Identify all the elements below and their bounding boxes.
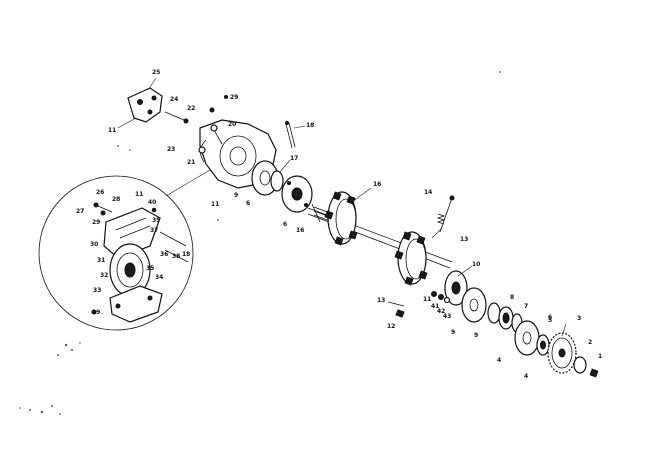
flange-part-6b: [461, 287, 487, 323]
callout-23: 23: [167, 146, 175, 153]
callout-35: 35: [146, 265, 154, 272]
detail-circle: [38, 169, 211, 331]
callout-10: 10: [472, 261, 480, 268]
pin-part-18: [285, 121, 296, 149]
gear-sprocket-part-3: [547, 332, 577, 374]
washer-part-2: [573, 356, 587, 374]
callout-39: 39: [152, 217, 160, 224]
callout-9b: 9: [234, 192, 238, 199]
callout-32: 32: [100, 272, 108, 279]
callout-11c: 11: [423, 296, 431, 303]
callout-9: 9: [451, 329, 455, 336]
callout-16a: 16: [296, 227, 304, 234]
callout-31: 31: [97, 257, 105, 264]
callout-18-detail: 18: [182, 251, 190, 258]
callout-28: 28: [112, 196, 120, 203]
callout-33: 33: [93, 287, 101, 294]
callout-29: 29: [230, 94, 238, 101]
callout-4a: 4: [497, 357, 501, 364]
callout-21: 21: [187, 159, 195, 166]
callout-22: 22: [187, 105, 195, 112]
bearing-part-8: [498, 306, 514, 330]
callout-6: 6: [283, 221, 287, 228]
callout-30: 30: [90, 241, 98, 248]
callout-5: 5: [548, 317, 552, 324]
callout-14: 14: [424, 189, 432, 196]
callout-18: 18: [306, 122, 314, 129]
leader-lines: [117, 77, 567, 337]
callout-24: 24: [170, 96, 178, 103]
bearing-housing-part-10: [444, 270, 468, 306]
small-spacers-41-42-43: [431, 291, 451, 304]
callout-36: 36: [160, 251, 168, 258]
drive-sprocket-right: [394, 231, 428, 286]
scan-specks: [19, 71, 501, 415]
callout-25: 25: [152, 69, 160, 76]
drive-sprocket-left: [324, 191, 358, 246]
callout-4b: 4: [524, 373, 528, 380]
bolt-part-12-13: [387, 301, 405, 318]
callout-1: 1: [598, 353, 602, 360]
callout-29-detail: 29: [92, 219, 100, 226]
cover-plate: [127, 87, 163, 123]
brake-caliper-assembly: [91, 202, 189, 323]
callout-8: 8: [510, 294, 514, 301]
callout-34: 34: [155, 274, 163, 281]
nut-part-1: [589, 368, 599, 378]
bolt-part-14: [436, 195, 455, 233]
callout-11d: 11: [135, 191, 143, 198]
callout-labels: 25 24 22 29 11 20 23 21 18 17 6 11 9 6 1…: [76, 69, 602, 380]
callout-43: 43: [443, 313, 451, 320]
callout-3: 3: [577, 315, 581, 322]
washer-part-17: [270, 170, 284, 192]
callout-6b: 6: [246, 200, 250, 207]
callout-11a: 11: [108, 127, 116, 134]
callout-12: 12: [387, 323, 395, 330]
bearing-plate-part-16: [281, 175, 313, 213]
callout-42: 42: [437, 308, 445, 315]
callout-11b: 11: [211, 201, 219, 208]
seal-part-9: [487, 302, 501, 324]
callout-26: 26: [96, 189, 104, 196]
callout-7: 7: [524, 303, 528, 310]
callout-37: 37: [150, 227, 158, 234]
callout-13b: 13: [377, 297, 385, 304]
callout-19: 19: [92, 309, 100, 316]
flange-part-6: [514, 320, 540, 356]
collar-part-5: [536, 334, 550, 356]
bolt-part-24: [164, 111, 189, 124]
small-fasteners-top: [198, 95, 228, 154]
callout-16b: 16: [373, 181, 381, 188]
callout-41: 41: [431, 303, 439, 310]
callout-6-right: 6: [548, 314, 552, 321]
callout-17: 17: [290, 155, 298, 162]
callout-20: 20: [228, 121, 236, 128]
callout-9-right: 9: [474, 332, 478, 339]
callout-2: 2: [588, 339, 592, 346]
callout-27: 27: [76, 208, 84, 215]
callout-40: 40: [148, 199, 156, 206]
callout-13a: 13: [460, 236, 468, 243]
callout-38: 38: [172, 253, 180, 260]
